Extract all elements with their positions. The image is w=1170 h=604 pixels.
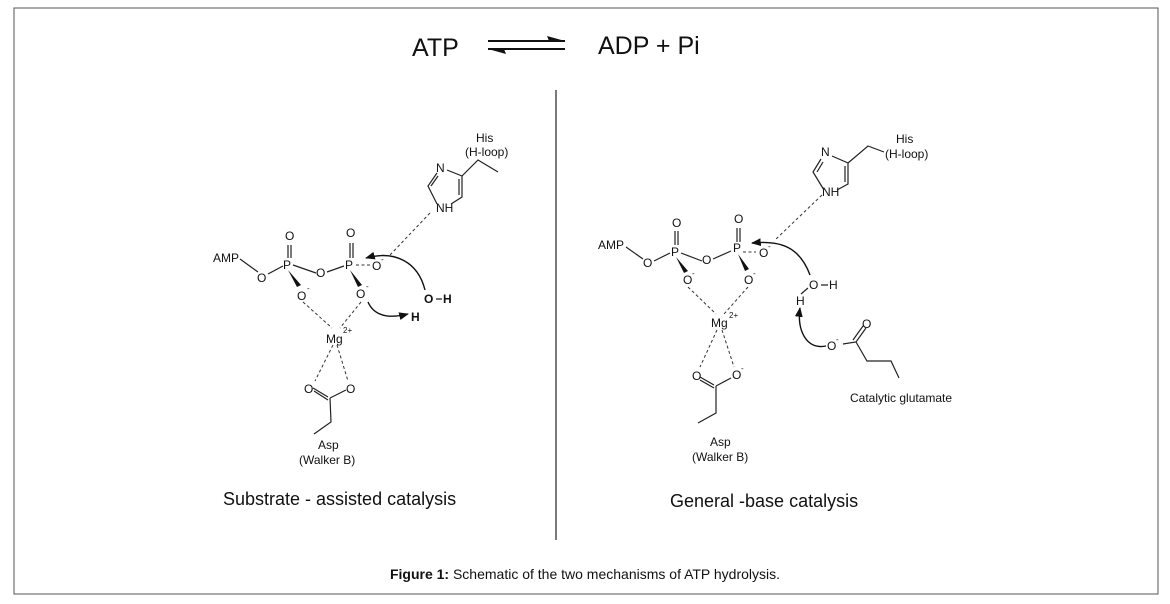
walker-b-label: (Walker B) bbox=[692, 450, 748, 464]
charge: - bbox=[692, 269, 695, 278]
n-label: N bbox=[821, 145, 830, 159]
catalytic-glutamate-label: Catalytic glutamate bbox=[850, 391, 952, 405]
charge: - bbox=[741, 364, 744, 373]
water-h: H bbox=[443, 292, 452, 306]
hloop-label: (H-loop) bbox=[465, 145, 508, 159]
o-label: O bbox=[285, 229, 294, 243]
hloop-label: (H-loop) bbox=[885, 147, 928, 161]
charge: - bbox=[366, 282, 369, 291]
o-label: O bbox=[759, 246, 768, 260]
charge: - bbox=[836, 335, 839, 344]
o-label: O bbox=[304, 382, 313, 396]
charge: - bbox=[768, 242, 771, 251]
p-label: P bbox=[671, 245, 679, 259]
equilibrium-arrows bbox=[488, 36, 565, 54]
adp-pi-label: ADP + Pi bbox=[598, 32, 700, 60]
general-base-mechanism: AMP O P O O - O P O O - O - Mg 2+ O O - … bbox=[598, 132, 952, 464]
o-label: O bbox=[692, 369, 701, 383]
o-label: O bbox=[744, 273, 753, 287]
figure-frame bbox=[13, 7, 1159, 595]
charge: - bbox=[381, 255, 384, 264]
o-label: O bbox=[372, 259, 381, 273]
water-o: O bbox=[809, 278, 818, 292]
o-label: O bbox=[356, 287, 365, 301]
charge: - bbox=[753, 269, 756, 278]
water-h: H bbox=[411, 310, 420, 324]
his-label: His bbox=[476, 131, 493, 145]
atp-label: ATP bbox=[412, 34, 459, 62]
left-caption: Substrate - assisted catalysis bbox=[223, 489, 456, 509]
figure-caption: Figure 1: Schematic of the two mechanism… bbox=[390, 566, 780, 582]
p-label: P bbox=[733, 241, 741, 255]
o-label: O bbox=[346, 226, 355, 240]
mg-charge: 2+ bbox=[729, 311, 738, 320]
asp-label: Asp bbox=[710, 435, 731, 449]
mg-charge: 2+ bbox=[343, 326, 352, 335]
amp-label: AMP bbox=[213, 251, 239, 265]
o-label: O bbox=[683, 273, 692, 287]
asp-label: Asp bbox=[318, 438, 339, 452]
o-label: O bbox=[702, 253, 711, 267]
figure-caption-label: Figure 1: bbox=[390, 566, 449, 582]
o-label: O bbox=[827, 339, 836, 353]
right-caption: General -base catalysis bbox=[670, 491, 858, 511]
p-label: P bbox=[283, 258, 291, 272]
substrate-assisted-mechanism: AMP O P O O - O P O O - O - Mg 2+ O O As… bbox=[213, 131, 508, 467]
figure-caption-text: Schematic of the two mechanisms of ATP h… bbox=[449, 566, 780, 582]
amp-label: AMP bbox=[598, 238, 624, 252]
water-h: H bbox=[829, 278, 838, 292]
mg-label: Mg bbox=[326, 332, 343, 346]
o-label: O bbox=[257, 271, 266, 285]
charge: - bbox=[307, 284, 310, 293]
n-label: N bbox=[436, 161, 445, 175]
water-o: O bbox=[424, 292, 433, 306]
o-label: O bbox=[316, 266, 325, 280]
mg-label: Mg bbox=[711, 316, 728, 330]
o-label: O bbox=[862, 317, 871, 331]
o-label: O bbox=[297, 289, 306, 303]
nh-label: NH bbox=[436, 201, 453, 215]
walker-b-label: (Walker B) bbox=[299, 453, 355, 467]
o-label: O bbox=[346, 382, 355, 396]
o-label: O bbox=[672, 216, 681, 230]
water-h: H bbox=[796, 294, 805, 308]
o-label: O bbox=[643, 256, 652, 270]
nh-label: NH bbox=[822, 185, 839, 199]
o-label: O bbox=[732, 368, 741, 382]
o-label: O bbox=[734, 212, 743, 226]
his-label: His bbox=[896, 132, 913, 146]
p-label: P bbox=[345, 258, 353, 272]
